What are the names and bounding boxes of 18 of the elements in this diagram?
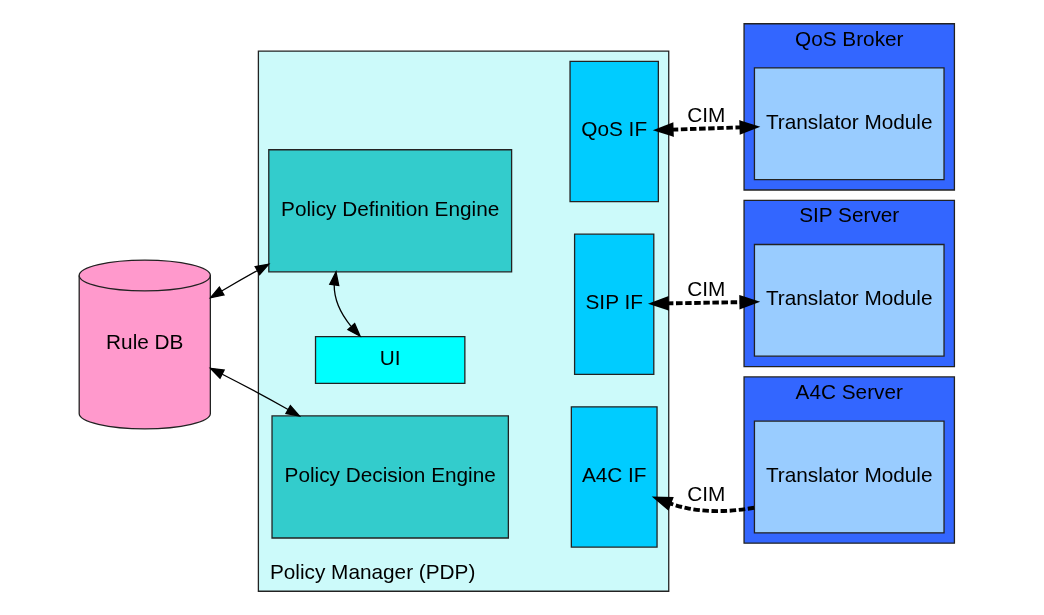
arrow xyxy=(208,263,271,299)
arrow xyxy=(208,367,302,417)
node-box: Translator Module xyxy=(753,67,945,181)
node-box: SIP IF xyxy=(573,233,655,376)
node-box: Translator Module xyxy=(753,243,945,357)
arrow xyxy=(647,294,761,311)
node-box: A4C IF xyxy=(570,406,658,548)
arrow xyxy=(328,270,362,338)
node-box: Policy Decision Engine xyxy=(271,415,509,539)
node-box: QoS IF xyxy=(569,60,659,203)
arrow xyxy=(652,120,761,137)
arrow xyxy=(651,496,755,513)
node-box: Translator Module xyxy=(753,420,945,534)
edge-label: CIM xyxy=(687,277,726,301)
edge-label: CIM xyxy=(687,103,726,127)
node-box: UI xyxy=(314,336,466,385)
edge-label: CIM xyxy=(687,482,726,506)
node-box: Policy Definition Engine xyxy=(268,149,513,273)
